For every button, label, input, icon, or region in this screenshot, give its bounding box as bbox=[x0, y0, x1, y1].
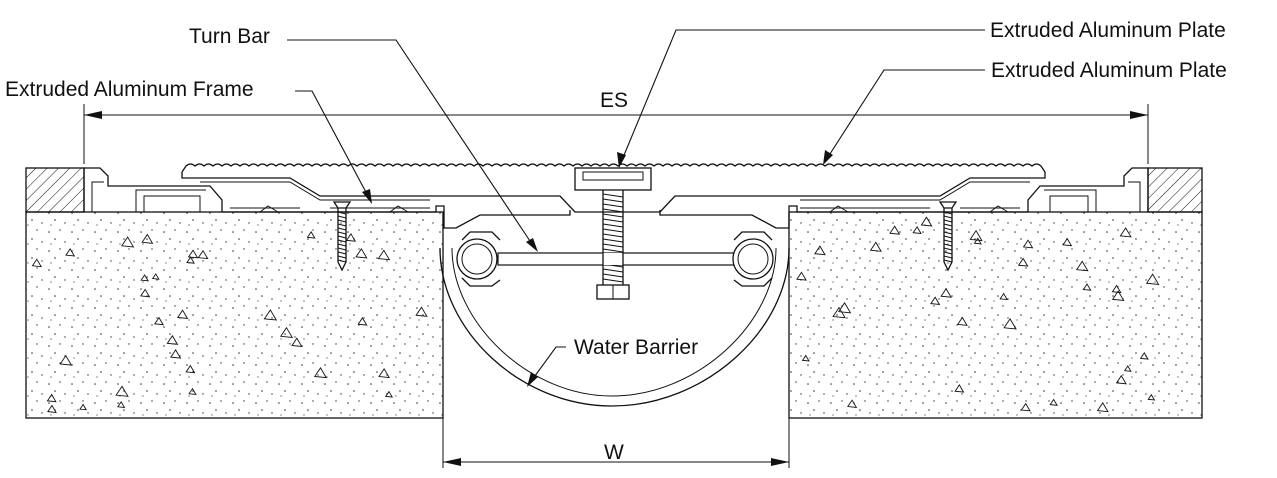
aggregate-mark bbox=[151, 273, 160, 280]
leader-turn-bar bbox=[287, 39, 538, 252]
aggregate-mark bbox=[837, 302, 852, 314]
aggregate-mark bbox=[1119, 227, 1132, 238]
aggregate-mark bbox=[384, 390, 394, 398]
aggregate-mark bbox=[415, 306, 428, 317]
aggregate-mark bbox=[832, 306, 846, 319]
aggregate-mark bbox=[1062, 237, 1073, 247]
aggregate-mark bbox=[1003, 317, 1017, 330]
aggregate-mark bbox=[814, 245, 826, 256]
leader-water-barrier bbox=[527, 346, 566, 387]
aggregate-mark bbox=[1145, 273, 1160, 285]
concrete-slab-right bbox=[788, 211, 1203, 419]
plate-label-top: Extruded Aluminum Plate bbox=[990, 19, 1226, 42]
aggregate-mark bbox=[345, 232, 357, 242]
aggregate-mark bbox=[166, 334, 179, 345]
concrete-slab-left bbox=[25, 211, 444, 419]
frame-label: Extruded Aluminum Frame bbox=[5, 78, 254, 101]
anchor-screw-right bbox=[938, 201, 958, 272]
aggregate-mark bbox=[1049, 398, 1058, 406]
leader-plate-top bbox=[617, 29, 985, 168]
aggregate-mark bbox=[973, 237, 982, 245]
dimension-w bbox=[442, 418, 790, 468]
aggregate-mark bbox=[930, 296, 941, 306]
turn-bar bbox=[456, 231, 774, 287]
aluminum-frame-left bbox=[83, 167, 571, 229]
aggregate-mark bbox=[920, 216, 933, 227]
aggregate-mark bbox=[187, 249, 199, 259]
anchor-screw-left bbox=[332, 201, 352, 272]
water-barrier bbox=[439, 247, 790, 407]
aggregate-mark bbox=[188, 387, 197, 396]
aggregate-mark bbox=[1139, 352, 1149, 360]
aggregate-mark bbox=[357, 317, 368, 326]
aggregate-mark bbox=[956, 316, 968, 326]
aggregate-mark bbox=[176, 309, 189, 320]
aggregate-mark bbox=[847, 399, 858, 408]
aggregate-mark bbox=[1022, 239, 1034, 249]
dimension-es-label: ES bbox=[600, 89, 628, 112]
aluminum-frame-right bbox=[659, 167, 1149, 229]
aggregate-mark bbox=[186, 256, 195, 264]
aggregate-mark bbox=[355, 247, 368, 259]
aggregate-mark bbox=[65, 247, 76, 257]
aggregate-mark bbox=[796, 271, 807, 281]
aggregate-mark bbox=[31, 258, 42, 268]
aggregate-mark bbox=[969, 229, 983, 242]
aggregate-mark bbox=[1147, 393, 1156, 401]
aggregate-mark bbox=[1020, 402, 1031, 412]
aggregate-mark bbox=[117, 400, 126, 408]
aggregate-mark bbox=[954, 384, 965, 393]
aggregate-mark bbox=[306, 231, 316, 239]
aggregate-mark bbox=[377, 249, 391, 261]
aggregate-mark bbox=[1111, 284, 1122, 294]
aggregate-mark bbox=[378, 368, 391, 379]
dimension-es bbox=[83, 104, 1149, 164]
leader-frame bbox=[295, 90, 372, 204]
aggregate-mark bbox=[140, 274, 149, 282]
aggregate-mark bbox=[1075, 260, 1089, 272]
aggregate-mark bbox=[999, 292, 1008, 301]
hatched-block-right bbox=[1147, 167, 1203, 213]
aggregate-mark bbox=[1123, 365, 1132, 372]
dimension-w-label: W bbox=[604, 441, 624, 464]
aggregate-mark bbox=[154, 316, 164, 326]
aggregate-mark bbox=[59, 354, 73, 366]
aggregate-mark bbox=[313, 366, 328, 379]
aggregate-mark bbox=[1096, 402, 1109, 413]
aggregate-mark bbox=[1017, 257, 1029, 267]
center-bolt-assembly bbox=[574, 167, 652, 300]
aggregate-mark bbox=[140, 288, 151, 298]
aggregate-mark bbox=[170, 349, 182, 359]
aggregate-mark bbox=[1115, 374, 1127, 385]
aggregate-mark bbox=[1082, 283, 1092, 291]
aggregate-mark bbox=[197, 249, 209, 260]
aggregate-mark bbox=[47, 404, 57, 413]
water-barrier-label: Water Barrier bbox=[574, 336, 698, 359]
aggregate-mark bbox=[263, 309, 278, 321]
aggregate-mark bbox=[46, 393, 57, 403]
aggregate-mark bbox=[79, 403, 88, 411]
aggregate-mark bbox=[185, 364, 196, 374]
aggregate-mark bbox=[279, 326, 294, 338]
leader-plate-second bbox=[823, 69, 985, 165]
aggregate-mark bbox=[889, 225, 901, 235]
aggregate-mark bbox=[141, 233, 154, 244]
aluminum-cover-plate bbox=[181, 163, 1046, 213]
aggregate-mark bbox=[869, 241, 882, 252]
turn-bar-label: Turn Bar bbox=[189, 25, 270, 48]
hatched-block-left bbox=[25, 167, 85, 213]
aggregate-mark bbox=[1111, 290, 1125, 301]
aggregate-mark bbox=[115, 385, 129, 397]
plate-label-second: Extruded Aluminum Plate bbox=[991, 59, 1227, 82]
aggregate-mark bbox=[940, 287, 952, 298]
aggregate-mark bbox=[801, 354, 810, 362]
aggregate-mark bbox=[121, 236, 135, 248]
aggregate-mark bbox=[912, 225, 922, 235]
aggregate-mark bbox=[291, 337, 303, 347]
